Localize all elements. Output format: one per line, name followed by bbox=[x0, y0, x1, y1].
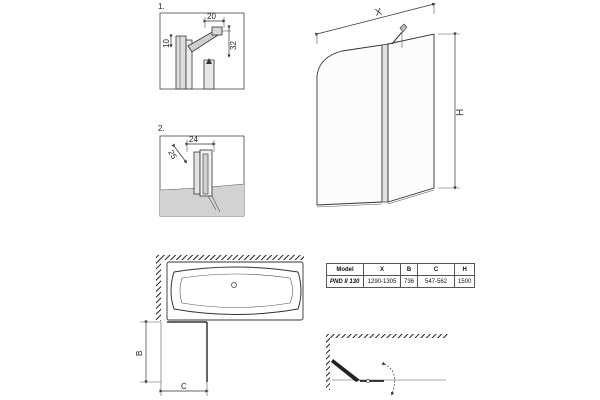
screen-front-view: X H bbox=[314, 2, 466, 208]
spec-header-h: H bbox=[454, 263, 476, 276]
detail-2-hinge-profile: 2. 24 25 bbox=[158, 124, 245, 217]
detail-1-wall-profile: 1. 20 10 32 bbox=[158, 2, 245, 90]
spec-cell-b: 736 bbox=[399, 275, 419, 288]
spec-header-model: Model bbox=[326, 263, 364, 276]
detail-2-dim-top: 24 bbox=[189, 135, 198, 144]
spec-table-header-row: Model X B C H bbox=[326, 263, 476, 276]
detail-1-dim-right: 32 bbox=[229, 41, 238, 50]
swing-plan-detail bbox=[326, 334, 448, 396]
width-dimension-label: X bbox=[374, 7, 383, 19]
spec-header-x: X bbox=[363, 263, 401, 276]
detail-2-number: 2. bbox=[158, 124, 165, 133]
bathtub-plan-view: B C bbox=[135, 255, 304, 396]
spec-cell-c: 547-562 bbox=[417, 275, 456, 288]
detail-1-dim-top: 20 bbox=[207, 12, 216, 21]
detail-1-number: 1. bbox=[158, 2, 165, 11]
spec-cell-x: 1290-1305 bbox=[363, 275, 401, 288]
spec-header-b: B bbox=[399, 263, 419, 276]
spec-header-c: C bbox=[417, 263, 456, 276]
b-dimension-label: B bbox=[135, 351, 144, 356]
c-dimension-label: C bbox=[181, 382, 187, 391]
detail-1-dim-left: 10 bbox=[162, 39, 171, 48]
spec-table: Model X B C H PND II 130 1290-1305 736 5… bbox=[326, 263, 476, 288]
spec-cell-h: 1500 bbox=[454, 275, 476, 288]
spec-table-row: PND II 130 1290-1305 736 547-562 1500 bbox=[326, 275, 476, 288]
spec-cell-model: PND II 130 bbox=[326, 275, 364, 288]
height-dimension-label: H bbox=[455, 109, 466, 116]
